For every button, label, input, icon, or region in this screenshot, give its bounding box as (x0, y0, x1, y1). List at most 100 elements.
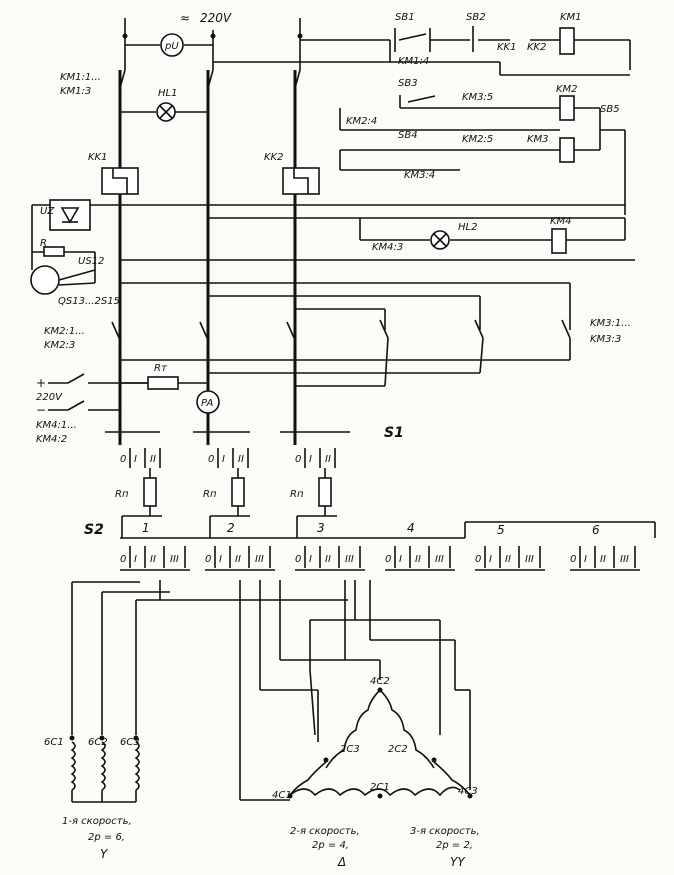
km4-main-a: KM4:1... (36, 420, 77, 431)
s2-section-4: 4 (407, 521, 415, 535)
rn-label: Rп (115, 489, 129, 500)
s1-pos-0: 0 (120, 454, 126, 465)
thermal-relay-kk1 (101, 167, 139, 195)
kk2-contact-label: KK2 (527, 42, 546, 53)
s2-section-2: 2 (227, 521, 235, 535)
winding-4c1: 4C1 (272, 790, 292, 801)
s2-pos-1: I (134, 554, 137, 565)
voltmeter-label: pU (164, 41, 179, 52)
kk2-relay-label: KK2 (264, 152, 283, 163)
winding-6c3: 6C3 (120, 737, 140, 748)
speed2-line1: 2-я скорость, (290, 826, 360, 837)
speed3-line2: 2p = 2, (436, 840, 473, 851)
km2-main-b: KM2:3 (44, 340, 75, 351)
s2-pos-3: III (255, 554, 264, 565)
s2-pos-2: II (150, 554, 156, 565)
s2-pos-1: I (309, 554, 312, 565)
s1-label: S1 (384, 425, 404, 441)
kk1-relay-label: KK1 (88, 152, 107, 163)
speed1-line2: 2p = 6, (88, 832, 125, 843)
uz-label: UZ (40, 206, 55, 217)
feed-lines (120, 204, 635, 330)
km4-main-b: KM4:2 (36, 434, 67, 445)
six-pole-windings (69, 735, 140, 803)
s2-pos-1: I (584, 554, 587, 565)
rectifier-uz (30, 199, 120, 295)
supply-voltage: 220V (200, 11, 232, 25)
s2-pos-3: III (435, 554, 444, 565)
km2-5-label: KM2:5 (462, 134, 493, 145)
dc-voltage: 220V (36, 392, 63, 403)
six-pole-coil (70, 741, 76, 791)
speed1-line1: 1-я скорость, (62, 816, 132, 827)
s2-section-6: 6 (592, 523, 600, 537)
thermal-relay-kk2 (282, 167, 320, 195)
us-label: US12 (78, 256, 104, 267)
s2-section-1: 1 (142, 521, 150, 535)
hl2-lamp (430, 230, 450, 250)
speed2-line2: 2p = 4, (312, 840, 349, 851)
km4-coil-label: KM4 (550, 216, 572, 227)
s2-pos-3: III (525, 554, 534, 565)
ammeter-label: PA (201, 398, 214, 409)
s2-pos-0: 0 (385, 554, 391, 565)
km2-coil-label: KM2 (556, 84, 578, 95)
km3-coil-label: KM3 (527, 134, 549, 145)
km1-4-label: KM1:4 (398, 56, 429, 67)
s1-pos-1: I (309, 454, 312, 465)
r-label: R (40, 238, 47, 249)
speed2-symbol: Δ (337, 855, 346, 869)
km2-main-a: KM2:1... (44, 326, 85, 337)
s2-pos-1: I (489, 554, 492, 565)
s1-pos-0: 0 (208, 454, 214, 465)
winding-6c2: 6C2 (88, 737, 108, 748)
s2-pos-2: II (600, 554, 606, 565)
s2-pos-3: III (345, 554, 354, 565)
rn-resistor (143, 477, 157, 507)
s2-pos-0: 0 (475, 554, 481, 565)
sb3-label: SB3 (398, 78, 418, 89)
speed3-line1: 3-я скорость, (410, 826, 480, 837)
s1-pos-2: II (150, 454, 156, 465)
km3-4-label: KM3:4 (404, 170, 435, 181)
voltmeter: pU (160, 33, 184, 57)
s2-pos-2: II (415, 554, 421, 565)
speed3-symbol: YY (450, 855, 466, 869)
hl1-label: HL1 (158, 88, 177, 99)
s1-pos-2: II (325, 454, 331, 465)
s1-pos-0: 0 (295, 454, 301, 465)
sb4-label: SB4 (398, 130, 418, 141)
s2-pos-0: 0 (205, 554, 211, 565)
rn-label: Rп (290, 489, 304, 500)
sb1-label: SB1 (395, 12, 415, 23)
km2-4-label: KM2:4 (346, 116, 377, 127)
s2-pos-2: II (325, 554, 331, 565)
rt-label: Rт (154, 363, 168, 374)
dc-supply (48, 373, 220, 414)
s2-pos-3: III (170, 554, 179, 565)
s2-bar (120, 521, 656, 539)
dc-plus: + (36, 376, 46, 390)
s1-pos-1: I (134, 454, 137, 465)
control-circuit-km1 (213, 26, 631, 76)
winding-2c1: 2C1 (370, 782, 390, 793)
winding-6c1: 6C1 (44, 737, 64, 748)
km1-main-a: KM1:1... (60, 72, 101, 83)
s1-pos-2: II (238, 454, 244, 465)
s2-label: S2 (84, 522, 104, 538)
supply-bus-lines (122, 18, 303, 70)
hl2-label: HL2 (458, 222, 477, 233)
km1-main-b: KM1:3 (60, 86, 91, 97)
winding-2c3: 2C3 (340, 744, 360, 755)
qs-label: QS13...2S15 (58, 296, 120, 307)
km3-main-a: KM3:1... (590, 318, 631, 329)
winding-wiring (71, 580, 471, 801)
s2-section-3: 3 (317, 521, 325, 535)
speed1-symbol: Y (100, 847, 109, 861)
dc-minus: − (36, 403, 46, 417)
power-bus (118, 69, 301, 330)
s2-pos-0: 0 (120, 554, 126, 565)
ac-symbol: ≈ (180, 11, 190, 25)
s2-pos-1: I (399, 554, 402, 565)
